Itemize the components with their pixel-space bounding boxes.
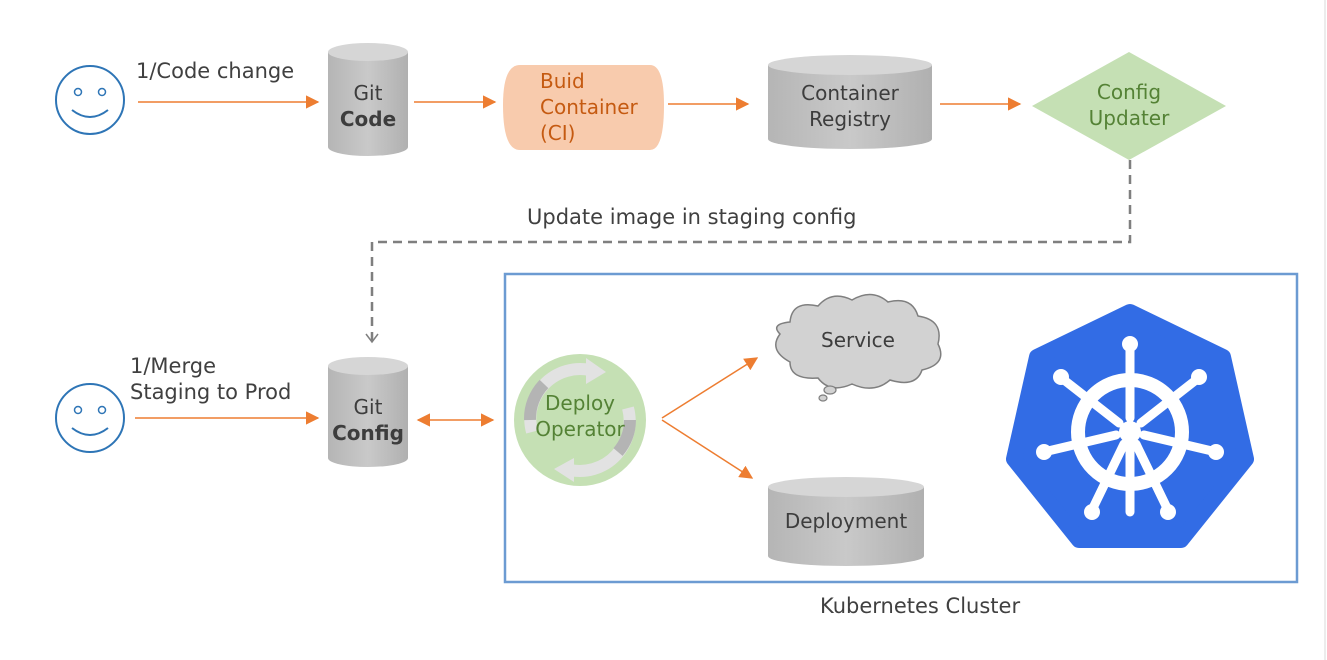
config-updater-diamond	[1032, 52, 1226, 160]
registry-line2: Registry	[809, 107, 891, 132]
operator-line1: Deploy	[544, 391, 616, 415]
operator-smiley-icon	[55, 383, 125, 453]
service-cloud-icon	[775, 293, 942, 402]
arrow-operator-to-service	[661, 357, 759, 419]
config-updater-label: Config Updater	[1062, 79, 1196, 131]
code-change-label: 1/Code change	[136, 59, 295, 83]
arrow-operator-to-deployment	[661, 419, 754, 479]
container-registry-label: Container Registry	[768, 80, 932, 133]
operator-line2: Operator	[535, 417, 625, 441]
build-line1: Buid	[540, 69, 585, 93]
kubernetes-logo-icon	[1006, 304, 1254, 548]
update-image-label: Update image in staging config	[527, 205, 857, 229]
kubernetes-cluster-box	[503, 272, 1299, 584]
deploy-operator-icon	[514, 354, 646, 486]
dashed-arrowhead	[365, 333, 379, 344]
git-code-label: Git Code	[328, 80, 408, 133]
merge-line2: Staging to Prod	[130, 380, 292, 405]
kubernetes-cluster-label: Kubernetes Cluster	[820, 594, 1021, 618]
developer-smiley-icon	[55, 65, 125, 135]
build-container-label: Buid Container (CI)	[540, 68, 638, 146]
git-config-label: Git Config	[320, 394, 416, 447]
registry-line1: Container	[801, 81, 899, 105]
dashed-update-path	[370, 160, 1132, 342]
updater-line1: Config	[1096, 80, 1162, 104]
build-line2: Container	[540, 95, 638, 119]
container-registry-cylinder	[768, 55, 932, 149]
build-line3: (CI)	[540, 121, 576, 145]
deploy-operator-label: Deploy Operator	[528, 390, 632, 442]
merge-line1: 1/Merge	[130, 354, 216, 378]
deployment-label: Deployment	[784, 509, 908, 533]
build-container-shape	[503, 65, 664, 150]
updater-line2: Updater	[1088, 106, 1170, 130]
git-config-line1: Git	[353, 395, 383, 419]
git-config-cylinder	[328, 357, 408, 467]
merge-label: 1/Merge Staging to Prod	[130, 353, 291, 406]
git-code-cylinder	[328, 43, 408, 156]
git-code-line2: Code	[339, 107, 397, 132]
git-code-line1: Git	[353, 81, 383, 105]
git-config-line2: Config	[332, 421, 404, 446]
service-label: Service	[821, 328, 895, 352]
deployment-cylinder	[768, 477, 924, 566]
